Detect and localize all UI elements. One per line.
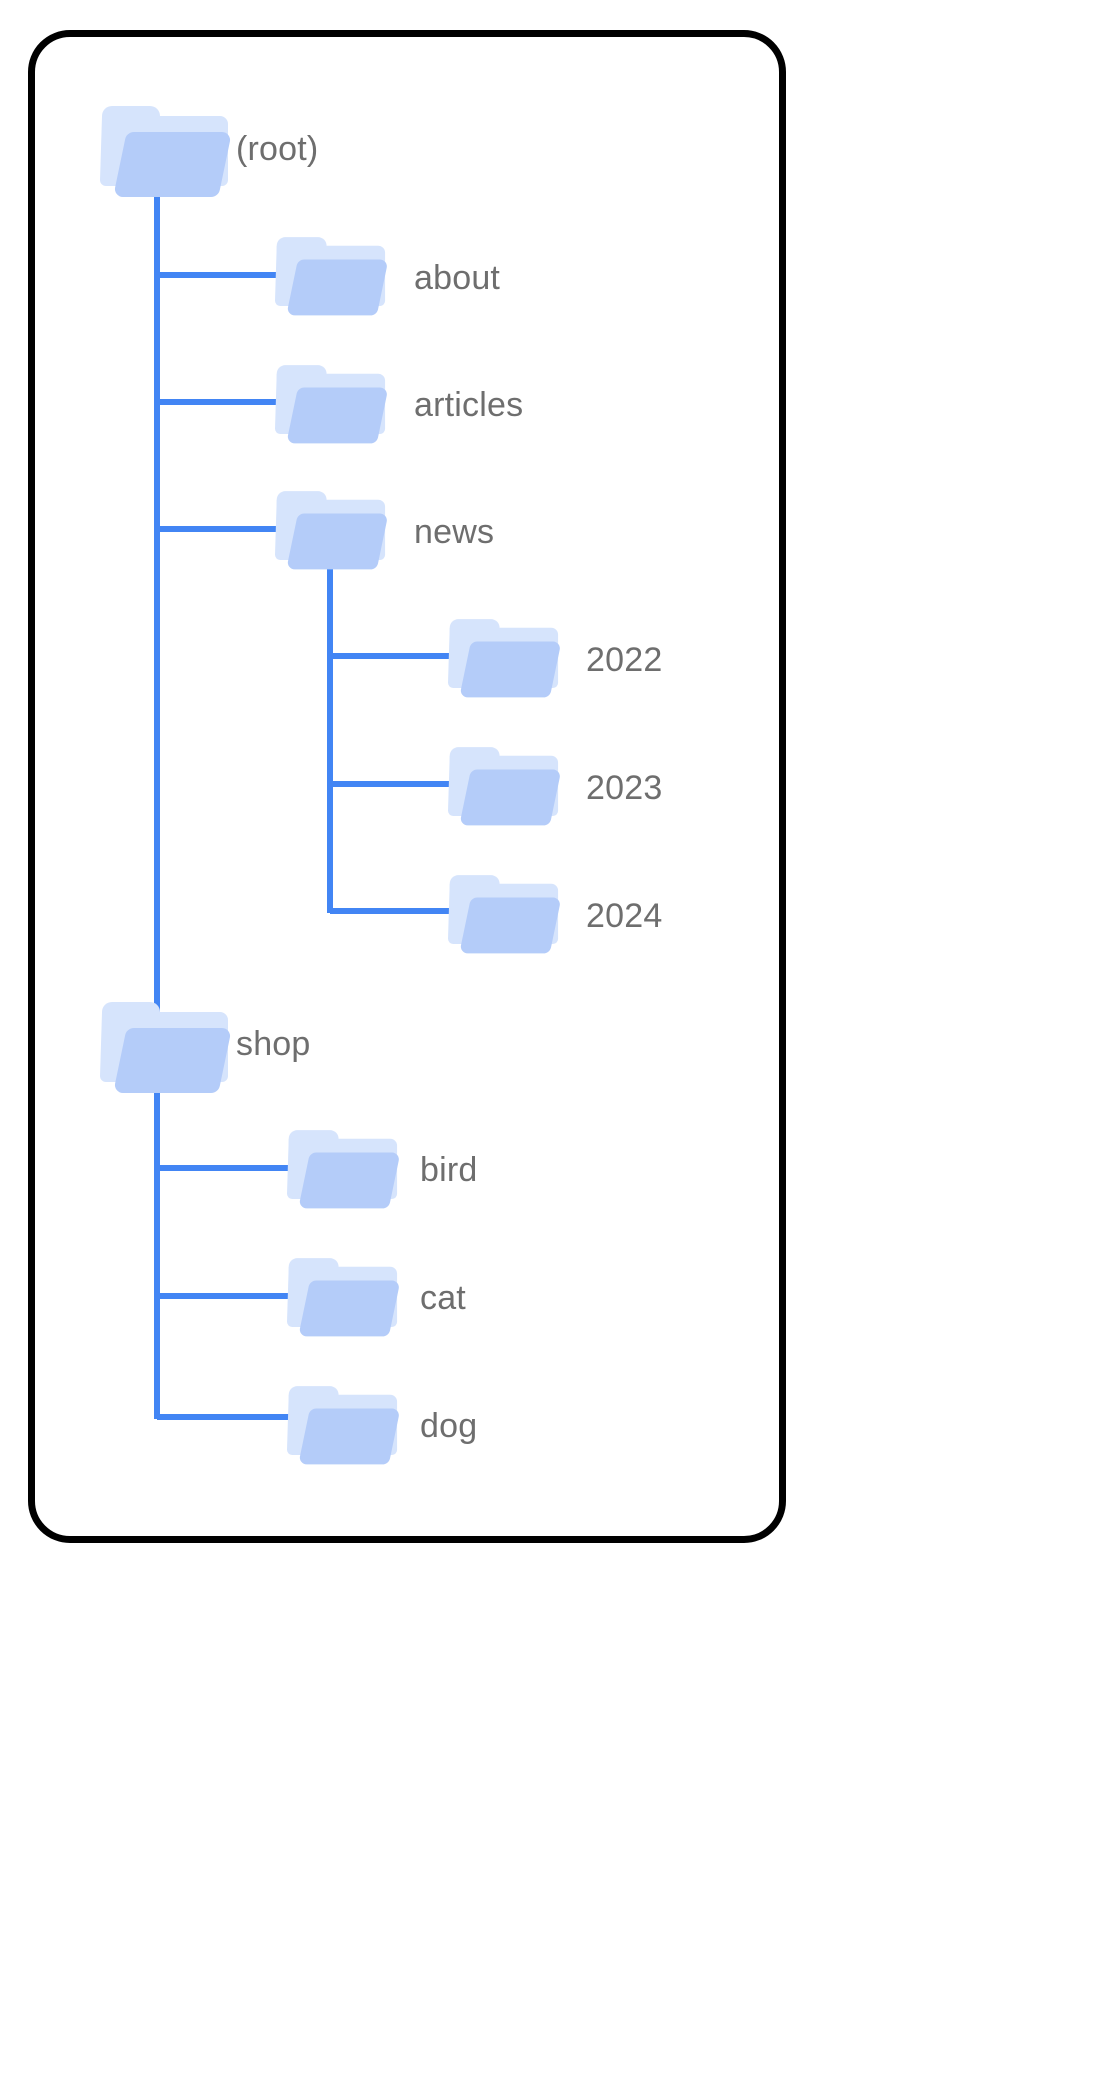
diagram-card [28, 30, 786, 1543]
node-label-about[interactable]: about [414, 259, 501, 297]
node-label-articles[interactable]: articles [414, 386, 524, 424]
node-label-shop[interactable]: shop [236, 1025, 311, 1063]
node-label-2023[interactable]: 2023 [586, 769, 663, 807]
node-label-cat[interactable]: cat [420, 1279, 466, 1317]
node-label-2022[interactable]: 2022 [586, 641, 663, 679]
node-label-dog[interactable]: dog [420, 1407, 478, 1445]
node-label-2024[interactable]: 2024 [586, 897, 663, 935]
node-label-news[interactable]: news [414, 513, 495, 551]
node-label-bird[interactable]: bird [420, 1151, 478, 1189]
node-label-root[interactable]: (root) [236, 130, 319, 168]
